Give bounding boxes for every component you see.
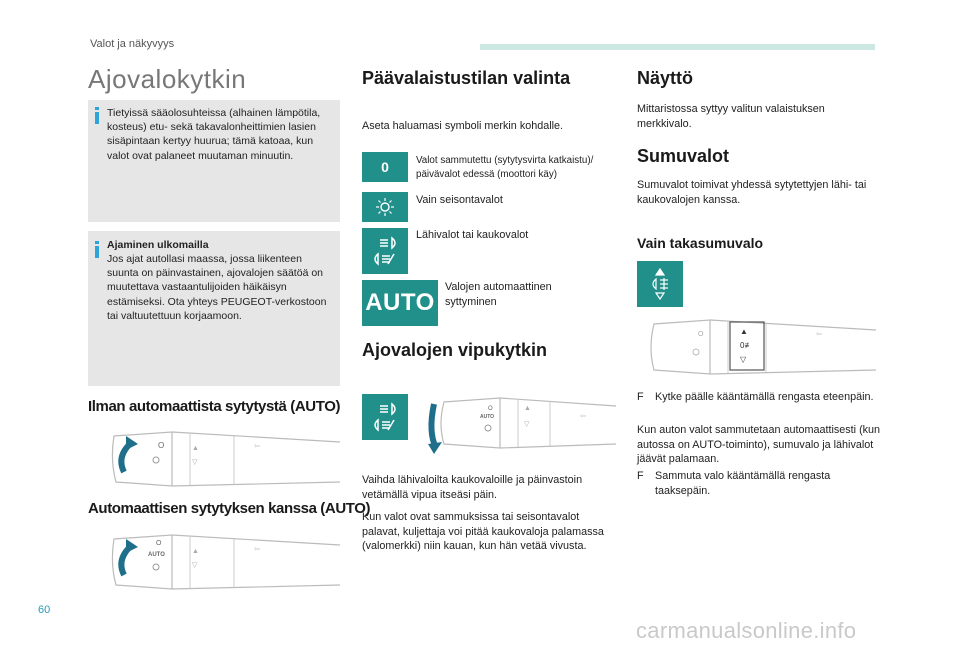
info-icon-dot [95,107,99,110]
header-bar [480,44,875,50]
auto-icon: AUTO [362,280,438,326]
auto-symbol: AUTO [365,289,435,316]
light-stalk-illustration-flash: O AUTO ▲ ▽ ⇦ [428,397,616,454]
svg-text:▲: ▲ [192,548,199,555]
note-text: Jos ajat autollasi maassa, jossa liikent… [107,253,327,322]
sidelights-icon [362,192,408,222]
svg-text:⇦: ⇦ [580,413,586,420]
rear-fog-step2: Sammuta valo kääntämällä rengasta taakse… [655,470,831,497]
section-title: Valot ja näkyvyys [90,38,175,50]
bullet-icon: F [637,391,644,403]
svg-text:▲: ▲ [740,327,748,336]
intro-text: Aseta haluamasi symboli merkin kohdalle. [362,120,564,132]
svg-text:▽: ▽ [524,421,530,428]
rear-fog-step1: Kytke päälle kääntämällä rengasta eteenp… [655,391,874,403]
heading-manual: Ilman automaattista sytytystä (AUTO) [88,398,341,415]
svg-text:⇦: ⇦ [816,331,822,338]
mode-off-label: Valot sammutettu (sytytysvirta katkaistu… [416,155,594,180]
info-icon [95,246,99,258]
info-note-condensation: Tietyissä sääolosuhteissa (alhainen lämp… [88,100,340,222]
light-stalk-illustration-manual: O ▲ ▽ ⇦ [111,431,340,487]
svg-text:▽: ▽ [192,459,198,466]
zero-icon: 0 [362,152,408,182]
stalk-auto-label: AUTO [148,552,165,558]
svg-text:⇦: ⇦ [254,443,260,450]
svg-text:▽: ▽ [192,562,198,569]
rear-fog-auto-off: Kun auton valot sammutetaan automaattise… [637,424,881,465]
info-icon-dot [95,241,99,244]
svg-text:O: O [158,441,164,450]
note-text: Tietyissä sääolosuhteissa (alhainen lämp… [107,107,321,162]
stalk-text-1: Vaihda lähivaloilta kaukovaloille ja päi… [362,474,583,501]
bullet-icon: F [637,470,644,482]
fog-text: Sumuvalot toimivat yhdessä sytytettyjen … [637,179,867,206]
svg-text:AUTO: AUTO [480,414,494,420]
svg-text:O: O [488,406,493,412]
svg-text:O: O [156,540,162,547]
svg-text:▲: ▲ [192,445,199,452]
rear-fog-icon [637,261,683,307]
headlights-icon [362,394,408,440]
headlights-icon [362,228,408,274]
watermark: carmanualsonline.info [636,618,857,643]
page-number: 60 [38,604,51,616]
section-heading-stalk: Ajovalojen vipukytkin [362,340,548,360]
light-stalk-illustration-rear-fog: O ▲ 0≢ ▽ ⇦ [650,319,876,375]
mode-auto-label: Valojen automaattinen syttyminen [445,281,552,308]
section-heading-display: Näyttö [637,68,694,88]
section-heading-fog: Sumuvalot [637,146,730,166]
svg-text:▽: ▽ [740,355,747,364]
light-stalk-illustration-auto: O AUTO ▲ ▽ ⇦ [111,534,340,590]
svg-text:⇦: ⇦ [254,546,260,553]
mode-sidelights-label: Vain seisontavalot [416,194,503,206]
stalk-text-2: Kun valot ovat sammuksissa tai seisontav… [362,511,604,552]
zero-symbol: 0 [381,159,389,175]
display-text: Mittaristossa syttyy valitun valaistukse… [637,103,825,130]
svg-text:0≢: 0≢ [740,341,752,350]
mode-headlights-label: Lähivalot tai kaukovalot [416,229,529,241]
svg-text:▲: ▲ [524,405,531,412]
info-icon [95,112,99,124]
svg-text:O: O [698,331,704,338]
info-note-abroad: Ajaminen ulkomailla Jos ajat autollasi m… [88,231,340,386]
section-heading-rear-fog: Vain takasumuvalo [637,235,764,251]
page-title: Ajovalokytkin [88,64,247,94]
note-title: Ajaminen ulkomailla [107,239,209,251]
heading-auto: Automaattisen sytytyksen kanssa (AUTO) [88,500,371,517]
section-heading-mode: Päävalaistustilan valinta [362,68,571,88]
